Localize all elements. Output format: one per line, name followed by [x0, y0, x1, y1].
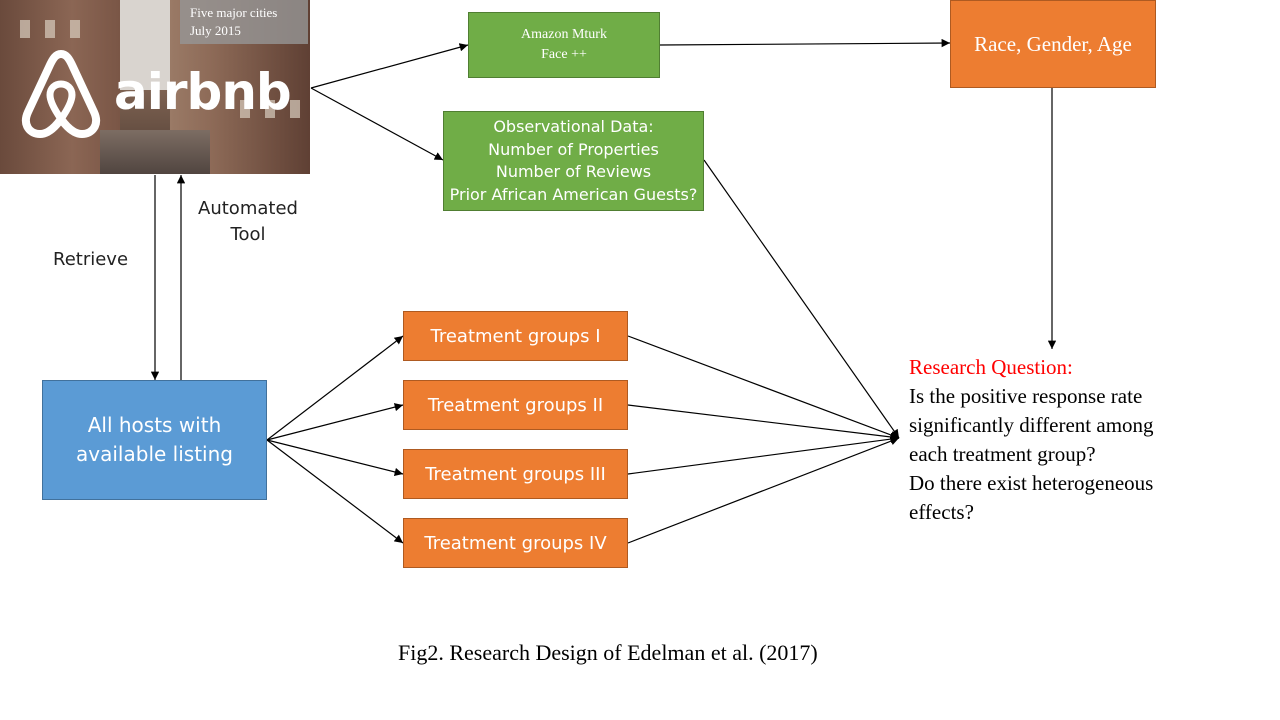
- airbnb-photo: airbnb Five major cities July 2015: [0, 0, 310, 174]
- arrow-photo-to-mturk: [310, 43, 469, 89]
- photo-window: [70, 20, 80, 38]
- observational-data-box: Observational Data: Number of Properties…: [443, 111, 704, 211]
- arrow-group-2-to-question: [627, 404, 900, 442]
- arrow-mturk-to-demographics: [659, 38, 951, 48]
- arrow-photo-to-observational: [310, 87, 444, 161]
- mturk-box: Amazon Mturk Face ++: [468, 12, 660, 78]
- mturk-box-line: Amazon Mturk: [521, 27, 607, 42]
- retrieve-label: Retrieve: [53, 249, 129, 270]
- automated-tool-label-line: Tool: [230, 224, 266, 245]
- observational-data-line: Observational Data:: [493, 117, 654, 136]
- photo-window: [240, 100, 250, 118]
- arrow-observational-to-question: [703, 159, 900, 439]
- research-question-line: Do there exist heterogeneous: [909, 471, 1154, 495]
- arrow-hosts-to-group-3: [266, 439, 404, 477]
- research-question-line: Is the positive response rate: [909, 384, 1143, 408]
- figure-caption: Fig2. Research Design of Edelman et al. …: [398, 640, 818, 665]
- all-hosts-box-line: available listing: [76, 442, 233, 466]
- observational-data-line: Number of Properties: [488, 139, 659, 159]
- arrow-group-1-to-question: [627, 335, 900, 439]
- treatment-group-4-box: Treatment groups IV: [403, 518, 628, 568]
- arrow-hosts-to-group-2: [266, 403, 404, 441]
- photo-window: [45, 20, 55, 38]
- photo-window: [290, 100, 300, 118]
- treatment-group-1-box: Treatment groups I: [403, 311, 628, 361]
- arrow-group-4-to-question: [627, 437, 900, 544]
- research-question-line: each treatment group?: [909, 442, 1096, 466]
- research-question: Research Question: Is the positive respo…: [909, 353, 1209, 527]
- observational-data-line: Prior African American Guests?: [449, 184, 698, 204]
- treatment-group-2-box: Treatment groups II: [403, 380, 628, 430]
- research-question-title: Research Question:: [909, 355, 1073, 379]
- research-question-line: significantly different among: [909, 413, 1154, 437]
- all-hosts-box-line: All hosts with: [87, 413, 222, 437]
- photo-caption-line: July 2015: [190, 23, 241, 38]
- treatment-group-3-box: Treatment groups III: [403, 449, 628, 499]
- research-question-line: effects?: [909, 500, 974, 524]
- arrow-hosts-to-group-4: [266, 439, 404, 544]
- photo-sky: [120, 0, 170, 90]
- photo-caption: Five major cities July 2015: [180, 0, 308, 44]
- observational-data-line: Number of Reviews: [495, 162, 652, 181]
- automated-tool-label-line: Automated: [198, 198, 298, 219]
- arrow-group-3-to-question: [627, 434, 900, 475]
- photo-caption-line: Five major cities: [190, 5, 278, 20]
- photo-window: [20, 20, 30, 38]
- airbnb-wordmark: airbnb: [114, 63, 292, 121]
- photo-street: [100, 130, 210, 174]
- all-hosts-box: All hosts with available listing: [42, 380, 267, 500]
- automated-tool-label: Automated Tool: [190, 196, 306, 248]
- demographics-box: Race, Gender, Age: [950, 0, 1156, 88]
- photo-window: [265, 100, 275, 118]
- airbnb-logo-icon: [21, 50, 101, 138]
- mturk-box-line: Face ++: [541, 47, 587, 62]
- arrow-hosts-to-group-1: [266, 335, 404, 441]
